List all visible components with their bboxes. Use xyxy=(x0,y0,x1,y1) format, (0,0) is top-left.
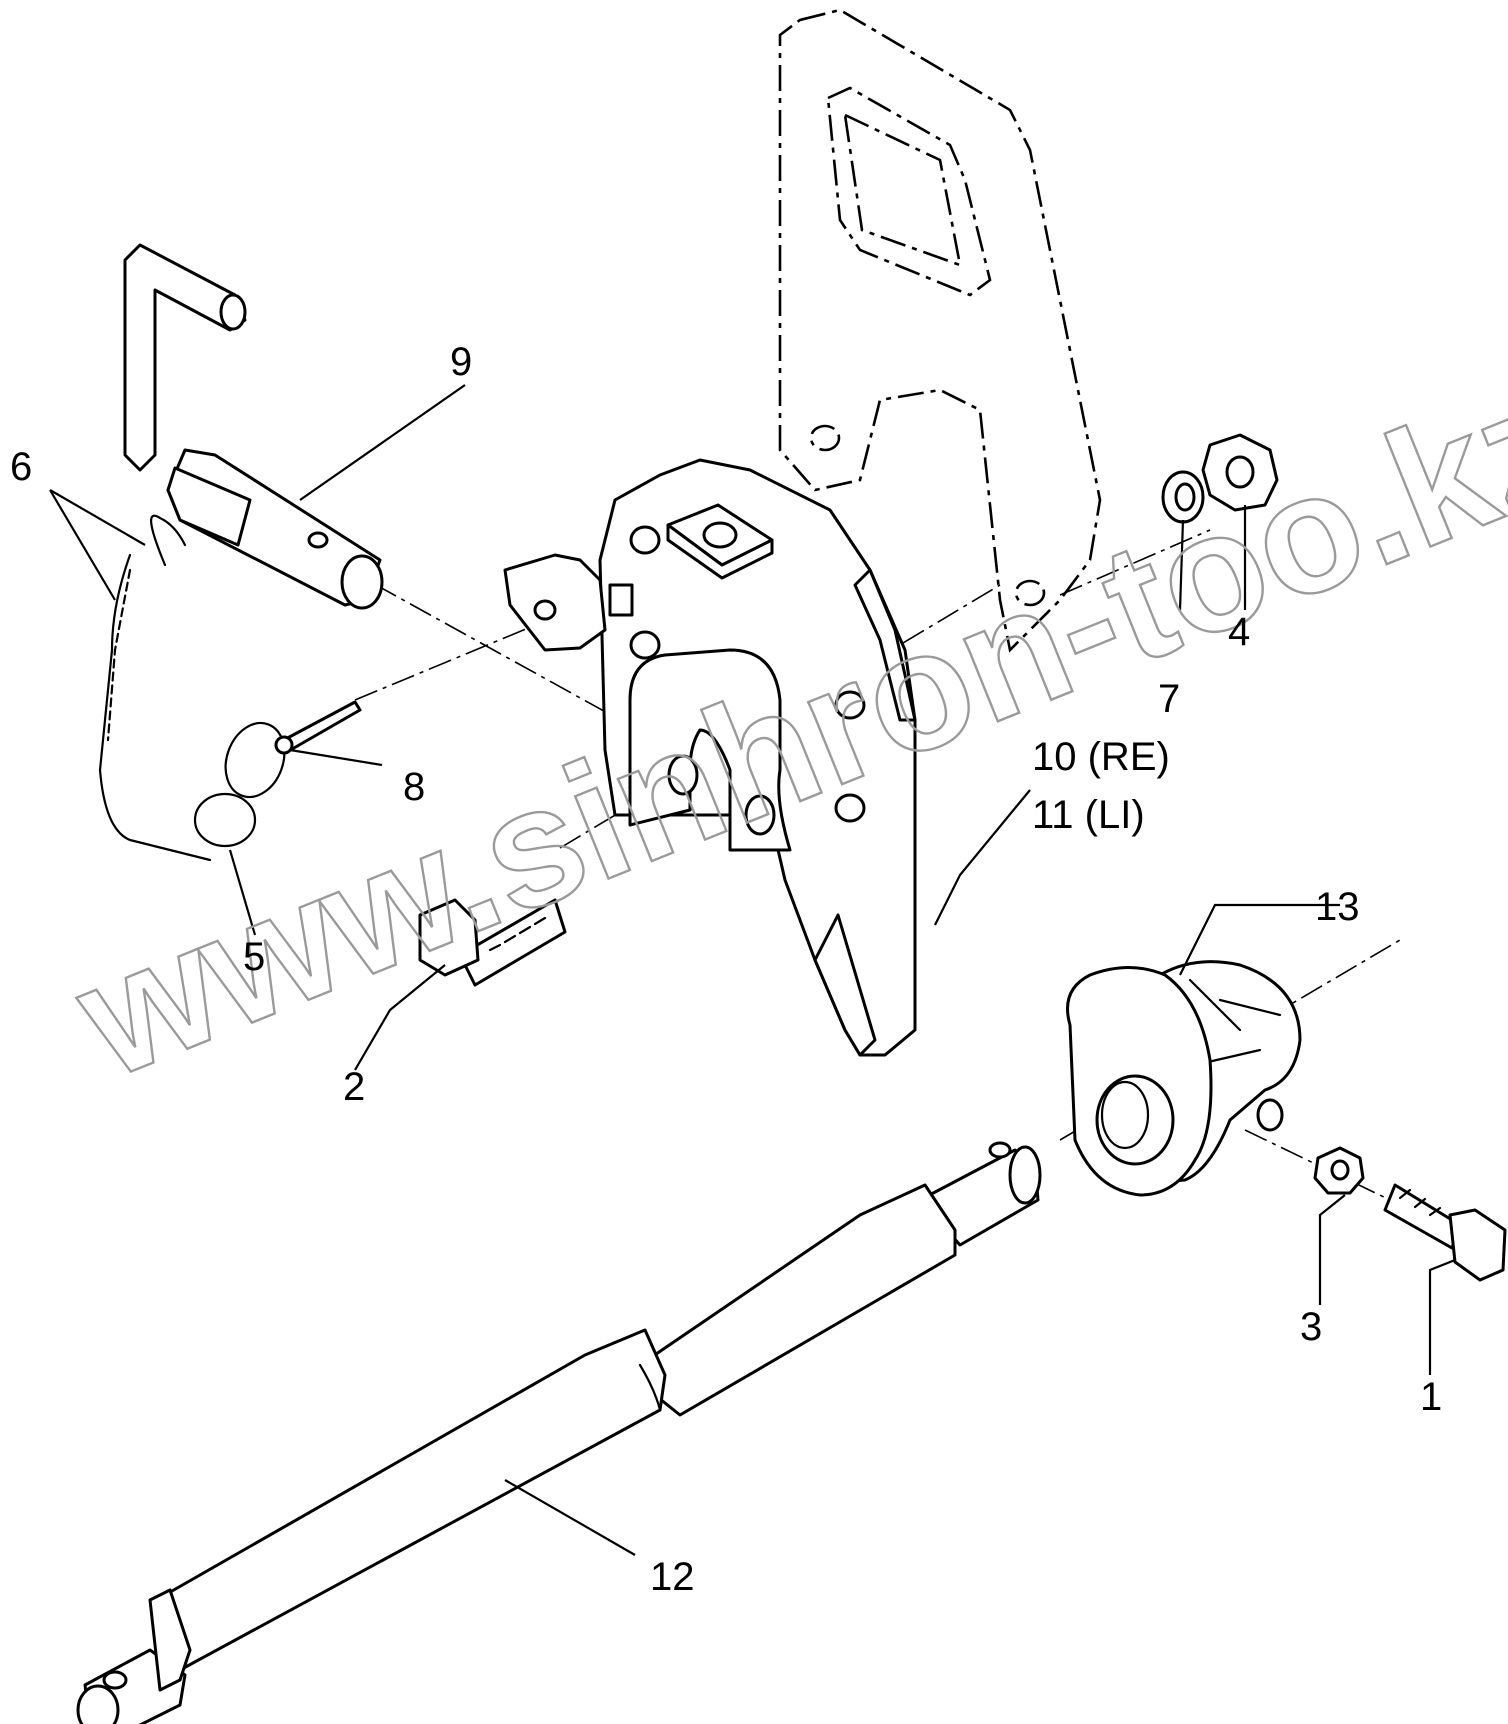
callout-3: 3 xyxy=(1300,1305,1322,1349)
ghost-bracket xyxy=(778,8,1102,653)
callout-labels: 1 2 3 4 5 6 7 8 9 10 (RE) 11 (LI) 12 13 xyxy=(10,340,1442,1599)
rings-and-lynch-pin xyxy=(193,700,362,848)
hitch-pin xyxy=(123,243,384,610)
callout-7: 7 xyxy=(1158,677,1180,721)
callout-11-li: 11 (LI) xyxy=(1032,793,1145,837)
small-bolt xyxy=(1383,1183,1507,1282)
callout-8: 8 xyxy=(403,765,425,809)
shaft xyxy=(76,1141,1042,1724)
callout-10-re: 10 (RE) xyxy=(1032,735,1170,779)
callout-13: 13 xyxy=(1315,885,1360,929)
callout-9: 9 xyxy=(450,340,472,384)
small-nut xyxy=(1313,1146,1365,1195)
callout-4: 4 xyxy=(1228,610,1250,654)
hex-nut xyxy=(1201,433,1279,512)
chain-clip xyxy=(98,514,212,862)
clevis-front xyxy=(628,648,792,852)
callout-2: 2 xyxy=(343,1065,365,1109)
callout-1: 1 xyxy=(1420,1375,1442,1419)
callout-5: 5 xyxy=(243,935,265,979)
lock-washer xyxy=(1161,470,1205,524)
hex-bolt xyxy=(418,898,567,987)
leader-lines xyxy=(49,384,1456,1556)
stabiliser-disc xyxy=(1066,960,1302,1197)
latch-tab xyxy=(503,553,634,652)
callout-12: 12 xyxy=(650,1555,695,1599)
callout-6: 6 xyxy=(10,445,32,489)
